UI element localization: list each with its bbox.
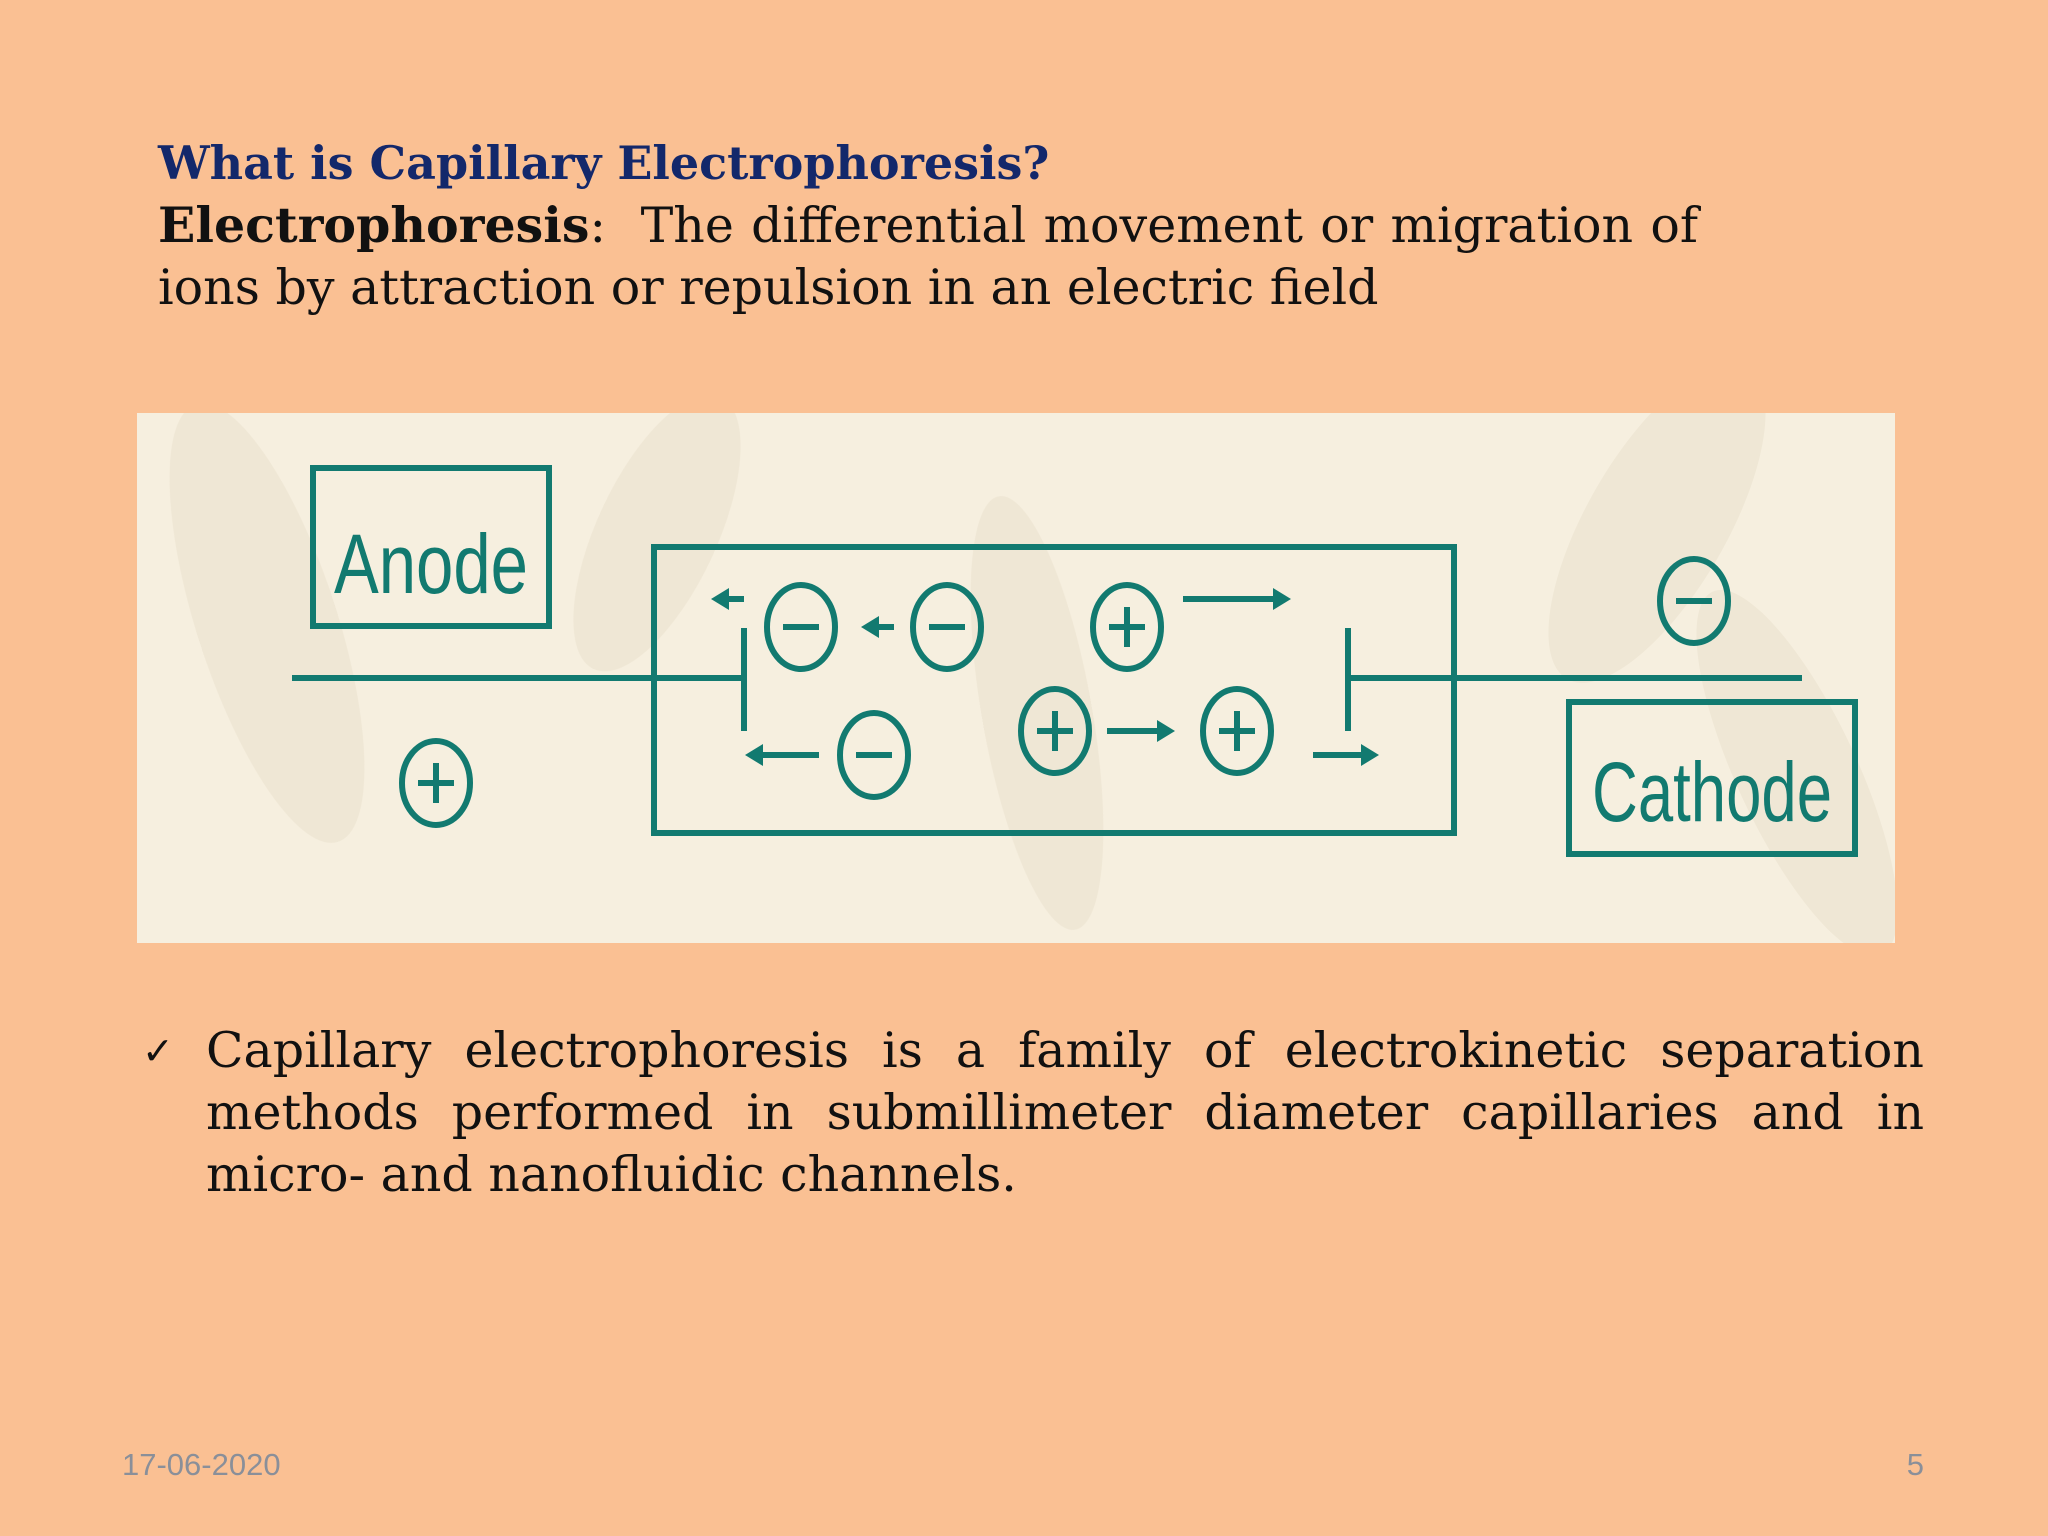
cathode-box bbox=[1566, 699, 1858, 857]
negative-ion-icon bbox=[910, 582, 984, 672]
negative-ion-icon bbox=[764, 582, 838, 672]
diagram-background-pattern bbox=[169, 413, 1895, 943]
positive-ion-icon bbox=[1018, 686, 1092, 776]
arrow-right-icon bbox=[1107, 720, 1175, 742]
definition-term: Electrophoresis bbox=[158, 196, 590, 254]
definition-paragraph: Electrophoresis: The differential moveme… bbox=[158, 194, 1698, 319]
positive-ion-icon bbox=[1200, 686, 1274, 776]
arrow-left-icon bbox=[861, 616, 894, 638]
anode-box bbox=[310, 465, 552, 629]
bullet-text: Capillary electrophoresis is a family of… bbox=[206, 1022, 1924, 1203]
arrow-right-icon bbox=[1183, 588, 1291, 610]
checkmark-icon: ✓ bbox=[142, 1029, 174, 1073]
positive-ion-icon bbox=[399, 738, 473, 828]
slide-title: What is Capillary Electrophoresis? bbox=[158, 136, 1050, 190]
definition-separator: : bbox=[589, 197, 606, 254]
arrow-left-icon bbox=[745, 744, 819, 766]
negative-ion-icon bbox=[1657, 556, 1731, 646]
anode-label: Anode bbox=[334, 517, 528, 611]
capillary-chamber bbox=[651, 544, 1457, 836]
definition-text: The differential movement or migration o… bbox=[158, 197, 1698, 316]
arrow-right-icon bbox=[1313, 744, 1379, 766]
electrophoresis-diagram: Anode Cathode bbox=[137, 413, 1895, 943]
negative-ion-icon bbox=[837, 710, 911, 800]
arrow-left-icon bbox=[711, 588, 744, 610]
footer-date: 17-06-2020 bbox=[122, 1447, 281, 1482]
cathode-label: Cathode bbox=[1592, 745, 1832, 839]
footer-page-number: 5 bbox=[1906, 1447, 1924, 1482]
electrophoresis-diagram-svg: Anode Cathode bbox=[169, 413, 1895, 943]
positive-ion-icon bbox=[1090, 582, 1164, 672]
